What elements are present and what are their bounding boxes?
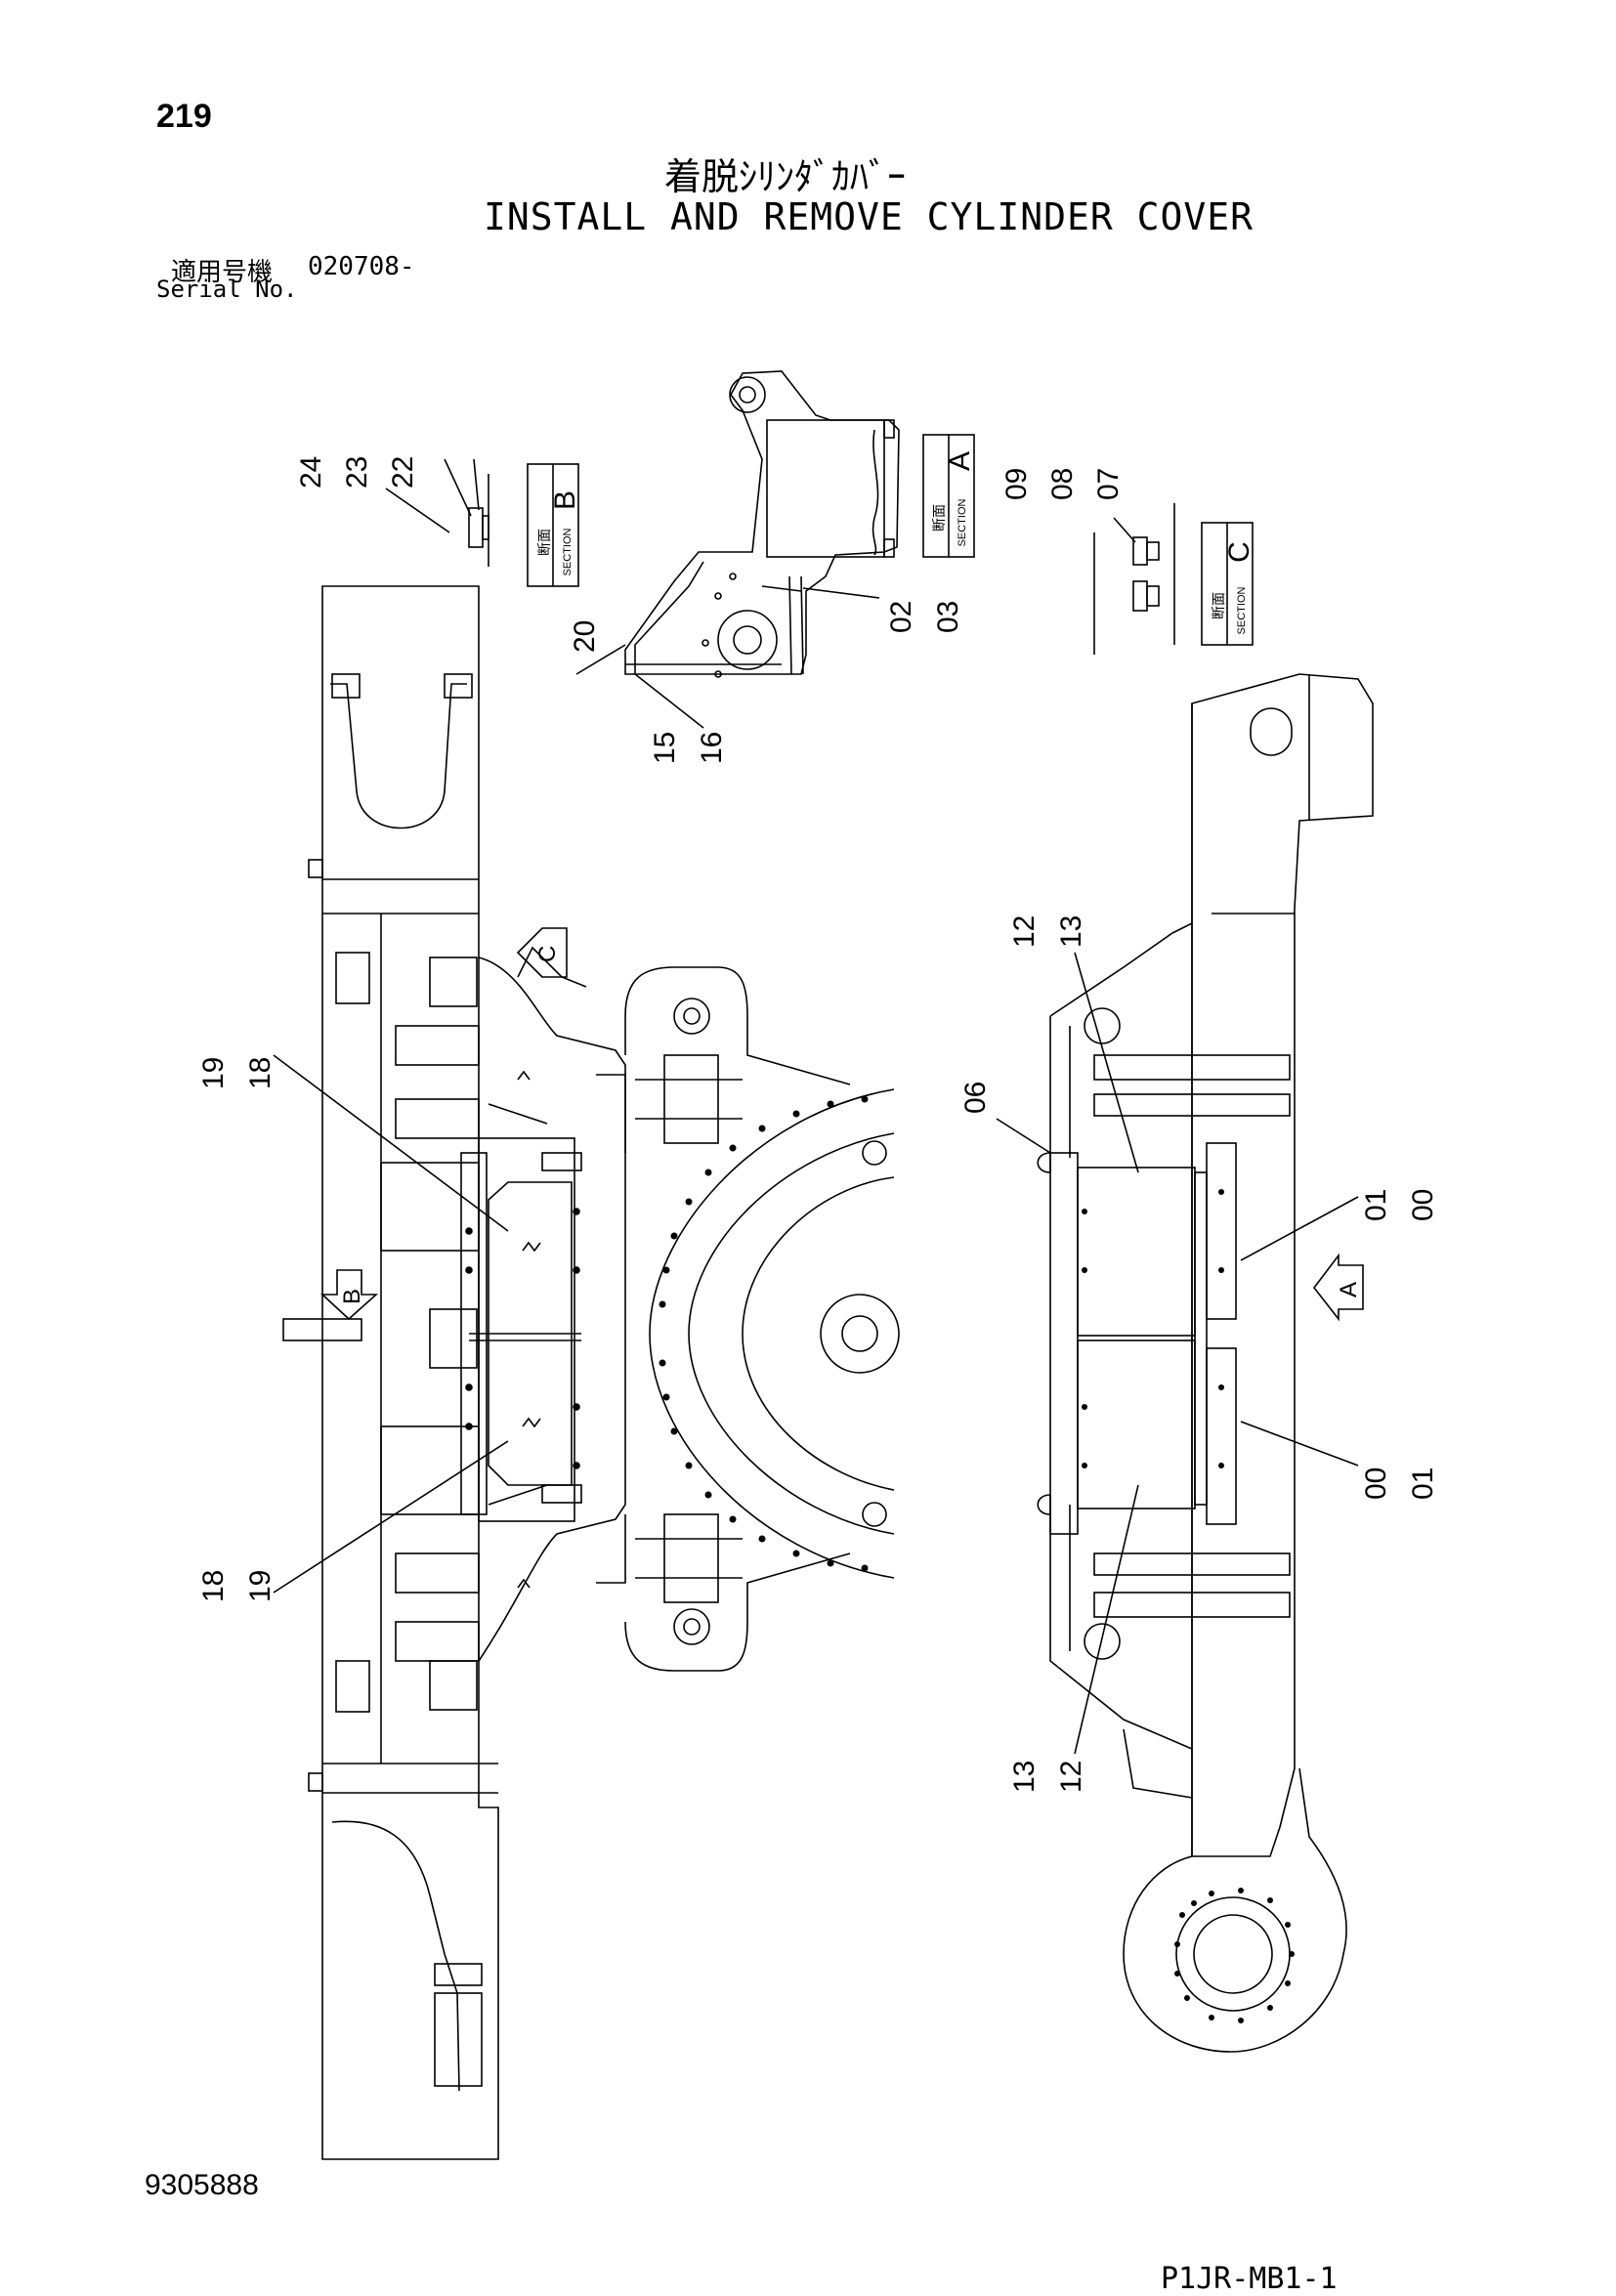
section-c-detail — [1093, 503, 1175, 655]
callout-19-upper: 19 — [197, 1057, 230, 1089]
section-c-label — [1201, 522, 1254, 646]
section-b-label — [527, 463, 579, 587]
section-c-jp: 断面 — [1211, 592, 1226, 619]
upper-bracket-arm — [596, 966, 851, 1672]
section-a-label — [922, 434, 975, 558]
section-b-jp: 断面 — [536, 529, 552, 556]
callout-18-upper: 18 — [244, 1057, 276, 1089]
view-arrow-c-letter: C — [534, 946, 561, 962]
callout-15: 15 — [649, 732, 681, 764]
section-c-letter: C — [1223, 541, 1255, 563]
callout-02: 02 — [885, 601, 917, 633]
page-number: 219 — [156, 98, 212, 135]
callout-03: 03 — [932, 601, 964, 633]
view-arrow-c — [516, 927, 568, 978]
callout-13-bottom: 13 — [1008, 1761, 1041, 1793]
serial-value: 020708- — [308, 252, 415, 281]
callout-12-bottom: 12 — [1055, 1761, 1087, 1793]
callout-24: 24 — [295, 456, 327, 489]
slewing-ring-bolts — [659, 1095, 869, 1572]
callout-right: 12 13 06 01 00 00 01 13 12 — [959, 915, 1439, 1793]
callout-19-lower: 19 — [244, 1570, 276, 1602]
callout-18-lower: 18 — [197, 1570, 230, 1602]
callout-sec-a: 02 03 20 15 16 — [569, 601, 964, 764]
leader-lines-right — [996, 952, 1359, 1755]
section-a-jp: 断面 — [931, 504, 947, 531]
callout-sec-b: 24 23 22 — [295, 456, 419, 489]
page-title: INSTALL AND REMOVE CYLINDER COVER — [484, 195, 1254, 238]
serial-label: Serial No. — [156, 276, 298, 303]
section-b-detail — [385, 458, 489, 567]
leader-lines-left — [273, 1054, 509, 1594]
callout-22: 22 — [387, 456, 419, 489]
section-a-detail — [575, 370, 900, 729]
callout-09: 09 — [1000, 468, 1033, 500]
left-frame — [282, 585, 499, 2160]
callout-06: 06 — [959, 1082, 992, 1114]
drawing-number: 9305888 — [145, 2169, 259, 2201]
cylinder-bracket — [460, 946, 626, 1662]
view-arrow-b-letter: B — [339, 1289, 365, 1304]
section-a-letter: A — [944, 451, 976, 471]
callout-08: 08 — [1046, 468, 1079, 500]
callout-16: 16 — [696, 732, 728, 764]
callout-00-upper: 00 — [1407, 1189, 1439, 1221]
section-b-en: SECTION — [562, 529, 574, 576]
section-b-letter: B — [549, 490, 581, 510]
callout-23: 23 — [341, 456, 373, 489]
section-a-en: SECTION — [957, 499, 968, 547]
callout-00-lower: 00 — [1360, 1467, 1392, 1500]
callout-13-top: 13 — [1055, 915, 1087, 948]
boom-ring-bolts — [1082, 1189, 1295, 2023]
view-arrow-b — [319, 1269, 379, 1321]
view-arrow-a-letter: A — [1336, 1282, 1362, 1297]
page-title-jp: 着脱ｼﾘﾝﾀﾞｶﾊﾞｰ — [664, 155, 907, 198]
callout-sec-c: 09 08 07 — [1000, 468, 1125, 500]
callout-07: 07 — [1092, 468, 1125, 500]
callout-01-upper: 01 — [1360, 1189, 1392, 1221]
callout-20: 20 — [569, 620, 601, 653]
callout-01-lower: 01 — [1407, 1467, 1439, 1500]
slewing-ring — [649, 1088, 900, 1579]
view-arrow-a — [1312, 1253, 1364, 1322]
section-c-en: SECTION — [1236, 587, 1248, 635]
callout-left: 19 18 18 19 — [197, 1057, 276, 1602]
serial-label-jp: 適用号機 — [171, 258, 274, 287]
callout-12-top: 12 — [1008, 915, 1041, 948]
right-boom-arm — [1037, 673, 1374, 2053]
